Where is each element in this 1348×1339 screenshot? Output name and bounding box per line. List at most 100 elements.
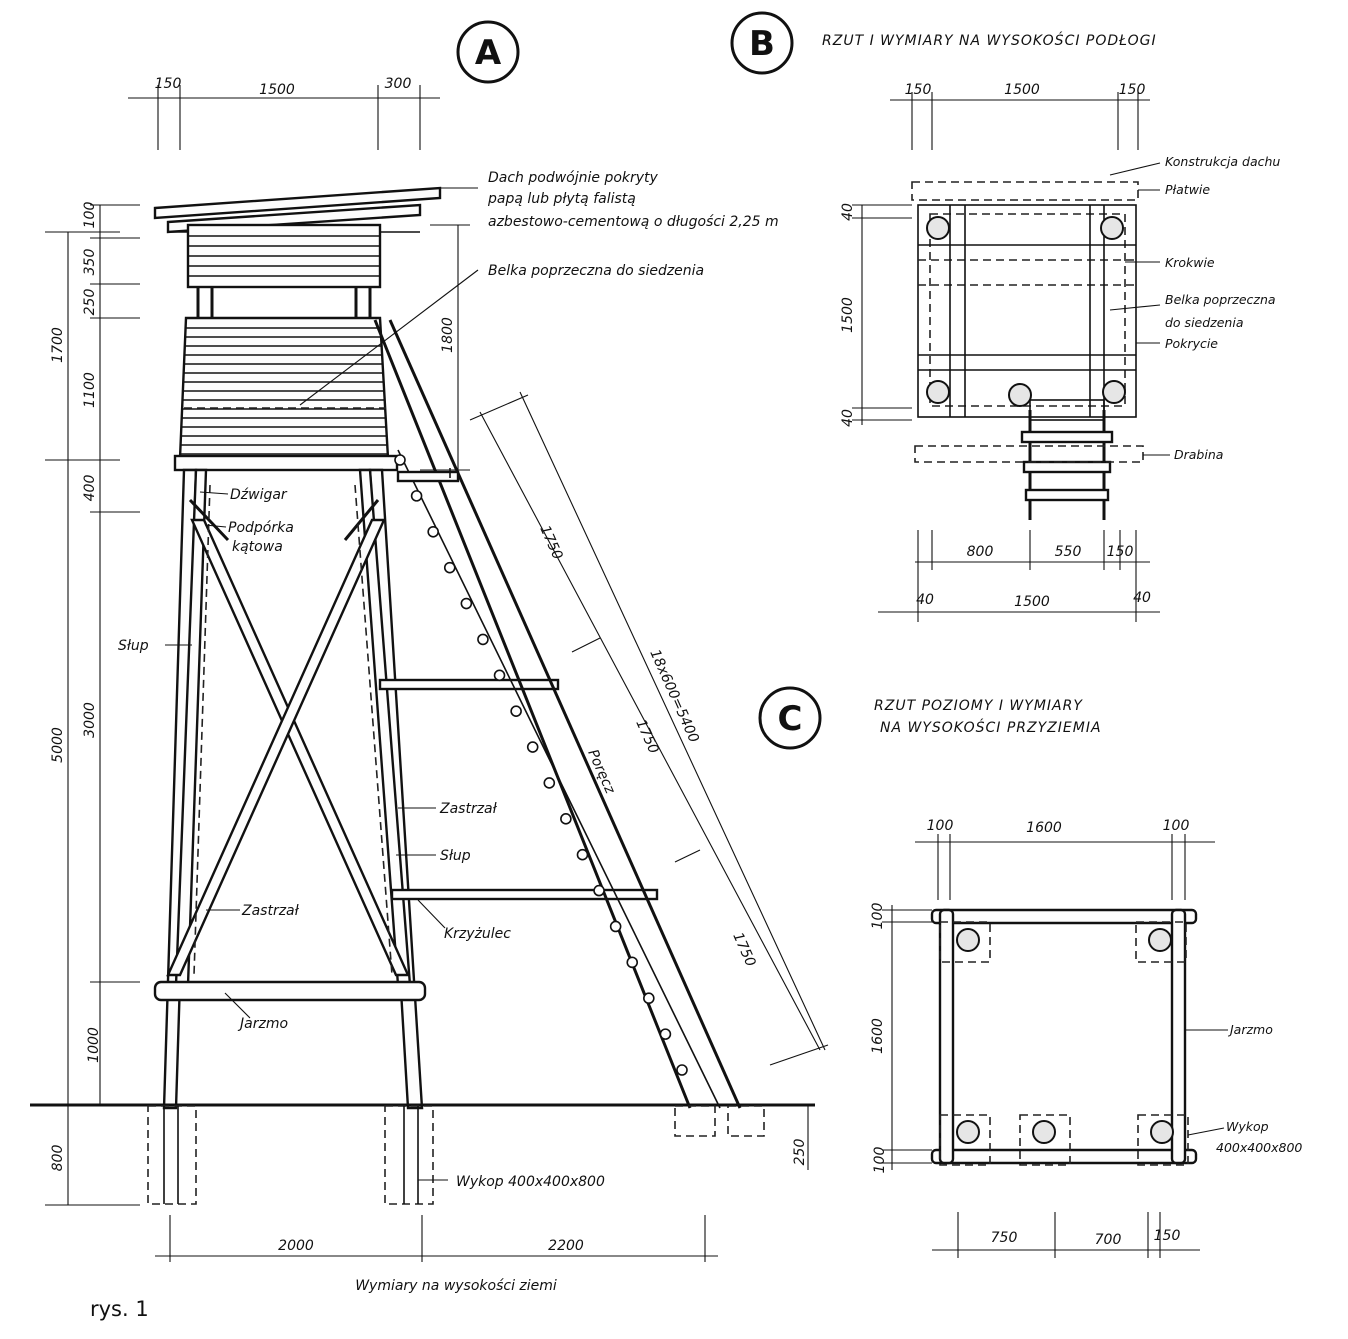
dim-a-250-foot: 250 (792, 1139, 808, 1166)
ladder-rung (593, 884, 605, 897)
dim-a-1700: 1700 (50, 327, 66, 363)
tower-frame (153, 468, 659, 1110)
dim-b-top-1: 150 (905, 82, 932, 98)
dim-a-top-2: 1500 (259, 82, 295, 98)
view-a-left-dimensions: 1700 5000 800 100 350 250 1100 400 3000 … (45, 202, 140, 1206)
view-c-title-1: RZUT POZIOMY I WYMIARY (874, 698, 1083, 714)
dim-a-250: 250 (82, 289, 98, 316)
ladder-rung (560, 813, 572, 825)
label-b-roof-structure: Konstrukcja dachu (1165, 154, 1280, 169)
dim-c-bottom-2: 700 (1095, 1232, 1122, 1248)
lower-cabin (173, 316, 399, 472)
view-a-elevation: A 150 1500 300 (30, 20, 829, 1294)
view-c-title-2: NA WYSOKOŚCI PRZYZIEMIA (880, 718, 1102, 736)
label-yoke: Jarzmo (237, 1016, 288, 1032)
ladder-rung (477, 633, 489, 646)
dim-c-top-1: 100 (927, 818, 954, 834)
dim-c-left-3: 100 (872, 1147, 888, 1174)
view-a-bottom-dimensions: 2000 2200 Wymiary na wysokości ziemi (155, 1215, 718, 1294)
label-corner-brace-2: kątowa (232, 539, 283, 555)
dim-a-top-1: 150 (155, 76, 182, 92)
dim-c-top-3: 100 (1163, 818, 1190, 834)
ground-and-footings (30, 1103, 815, 1205)
label-excavation: Wykop 400x400x800 (456, 1174, 605, 1190)
label-c-excavation-2: 400x400x800 (1216, 1140, 1302, 1155)
dim-a-top-3: 300 (385, 76, 412, 92)
view-b-floor-plan: B RZUT I WYMIARY NA WYSOKOŚCI PODŁOGI 15… (730, 11, 1280, 622)
dim-c-bottom-1: 750 (991, 1230, 1018, 1246)
ladder-rung (676, 1064, 688, 1076)
label-strut-left: Zastrzał (241, 903, 300, 919)
ladder-rung (493, 669, 506, 682)
dim-b-top-3: 150 (1119, 82, 1146, 98)
dim-a-1800: 1800 (440, 317, 456, 353)
ladder-rung (576, 848, 589, 861)
ladder-rung (427, 525, 439, 538)
view-c-ground-plan: C RZUT POZIOMY I WYMIARY NA WYSOKOŚCI PR… (758, 686, 1302, 1258)
label-corner-brace-1: Podpórka (228, 520, 294, 536)
dim-a-1000: 1000 (86, 1027, 102, 1063)
ladder-rung (659, 1028, 672, 1040)
dim-c-left-2: 1600 (870, 1018, 886, 1054)
label-post-right: Słup (440, 848, 471, 864)
ladder-rung (510, 705, 522, 717)
label-cross-brace: Krzyżulec (444, 926, 511, 942)
ladder (373, 319, 742, 1109)
dim-b-bottom-2: 550 (1055, 544, 1082, 560)
label-girder: Dźwigar (230, 487, 288, 503)
ladder-rung (543, 777, 556, 789)
dim-c-bottom-3: 150 (1154, 1228, 1181, 1244)
label-b-seat-beam-2: do siedzenia (1165, 315, 1243, 330)
view-a-bottom-caption: Wymiary na wysokości ziemi (355, 1278, 557, 1294)
ladder-rung (394, 454, 406, 466)
dim-b-bottom-5: 1500 (1014, 594, 1050, 610)
roof-note-line-1: Dach podwójnie pokryty (488, 170, 659, 186)
ladder-rung (609, 920, 622, 933)
ladder-rung (460, 597, 473, 610)
label-b-seat-beam-1: Belka poprzeczna (1165, 292, 1276, 307)
view-a-badge: A (456, 20, 520, 84)
dim-b-top-2: 1500 (1004, 82, 1040, 98)
label-c-yoke: Jarzmo (1227, 1022, 1273, 1037)
dim-a-ladder-2: 1750 (632, 717, 661, 756)
dim-a-ladder-3: 1750 (729, 930, 758, 969)
label-strut-right: Zastrzał (439, 801, 498, 817)
label-b-cover: Pokrycie (1165, 336, 1218, 351)
figure-caption: rys. 1 (90, 1297, 149, 1321)
ladder-rung (626, 956, 639, 969)
dim-b-bottom-1: 800 (967, 544, 994, 560)
dim-a-ladder-total: 18x600=5400 (646, 647, 701, 745)
dim-a-bottom-2: 2200 (548, 1238, 584, 1254)
dim-b-bottom-3: 150 (1107, 544, 1134, 560)
view-a-top-dimensions: 150 1500 300 (128, 76, 440, 150)
dim-b-left-2: 1500 (840, 297, 856, 333)
dim-c-top-2: 1600 (1026, 820, 1062, 836)
dim-b-bottom-4: 40 (916, 592, 934, 608)
ladder-rung (526, 741, 539, 753)
label-post-left: Słup (118, 638, 149, 654)
dim-b-bottom-6: 40 (1133, 590, 1151, 606)
view-b-title: RZUT I WYMIARY NA WYSOKOŚCI PODŁOGI (822, 31, 1157, 49)
upper-cabin (186, 223, 382, 318)
view-c-badge-text: C (778, 699, 803, 739)
dim-a-400: 400 (82, 475, 98, 502)
dim-a-bottom-1: 2000 (278, 1238, 314, 1254)
dim-a-1100: 1100 (82, 372, 98, 408)
label-b-rafters: Krokwie (1165, 255, 1215, 270)
dim-c-left-1: 100 (870, 903, 886, 930)
roof-note-line-3: azbestowo-cementową o długości 2,25 m (488, 214, 779, 230)
ladder-rung (443, 561, 456, 574)
dim-a-5000: 5000 (50, 727, 66, 763)
roof-note: Dach podwójnie pokryty papą lub płytą fa… (440, 170, 779, 230)
dim-a-100: 100 (82, 202, 98, 229)
label-b-purlins: Płatwie (1165, 182, 1210, 197)
dim-a-350: 350 (82, 249, 98, 276)
view-a-badge-text: A (475, 33, 502, 73)
label-c-excavation-1: Wykop (1226, 1119, 1269, 1134)
label-b-ladder: Drabina (1174, 447, 1223, 462)
roof-note-line-2: papą lub płytą falistą (487, 191, 636, 207)
dim-a-3000: 3000 (82, 702, 98, 738)
label-seat-beam: Belka poprzeczna do siedzenia (488, 263, 704, 279)
